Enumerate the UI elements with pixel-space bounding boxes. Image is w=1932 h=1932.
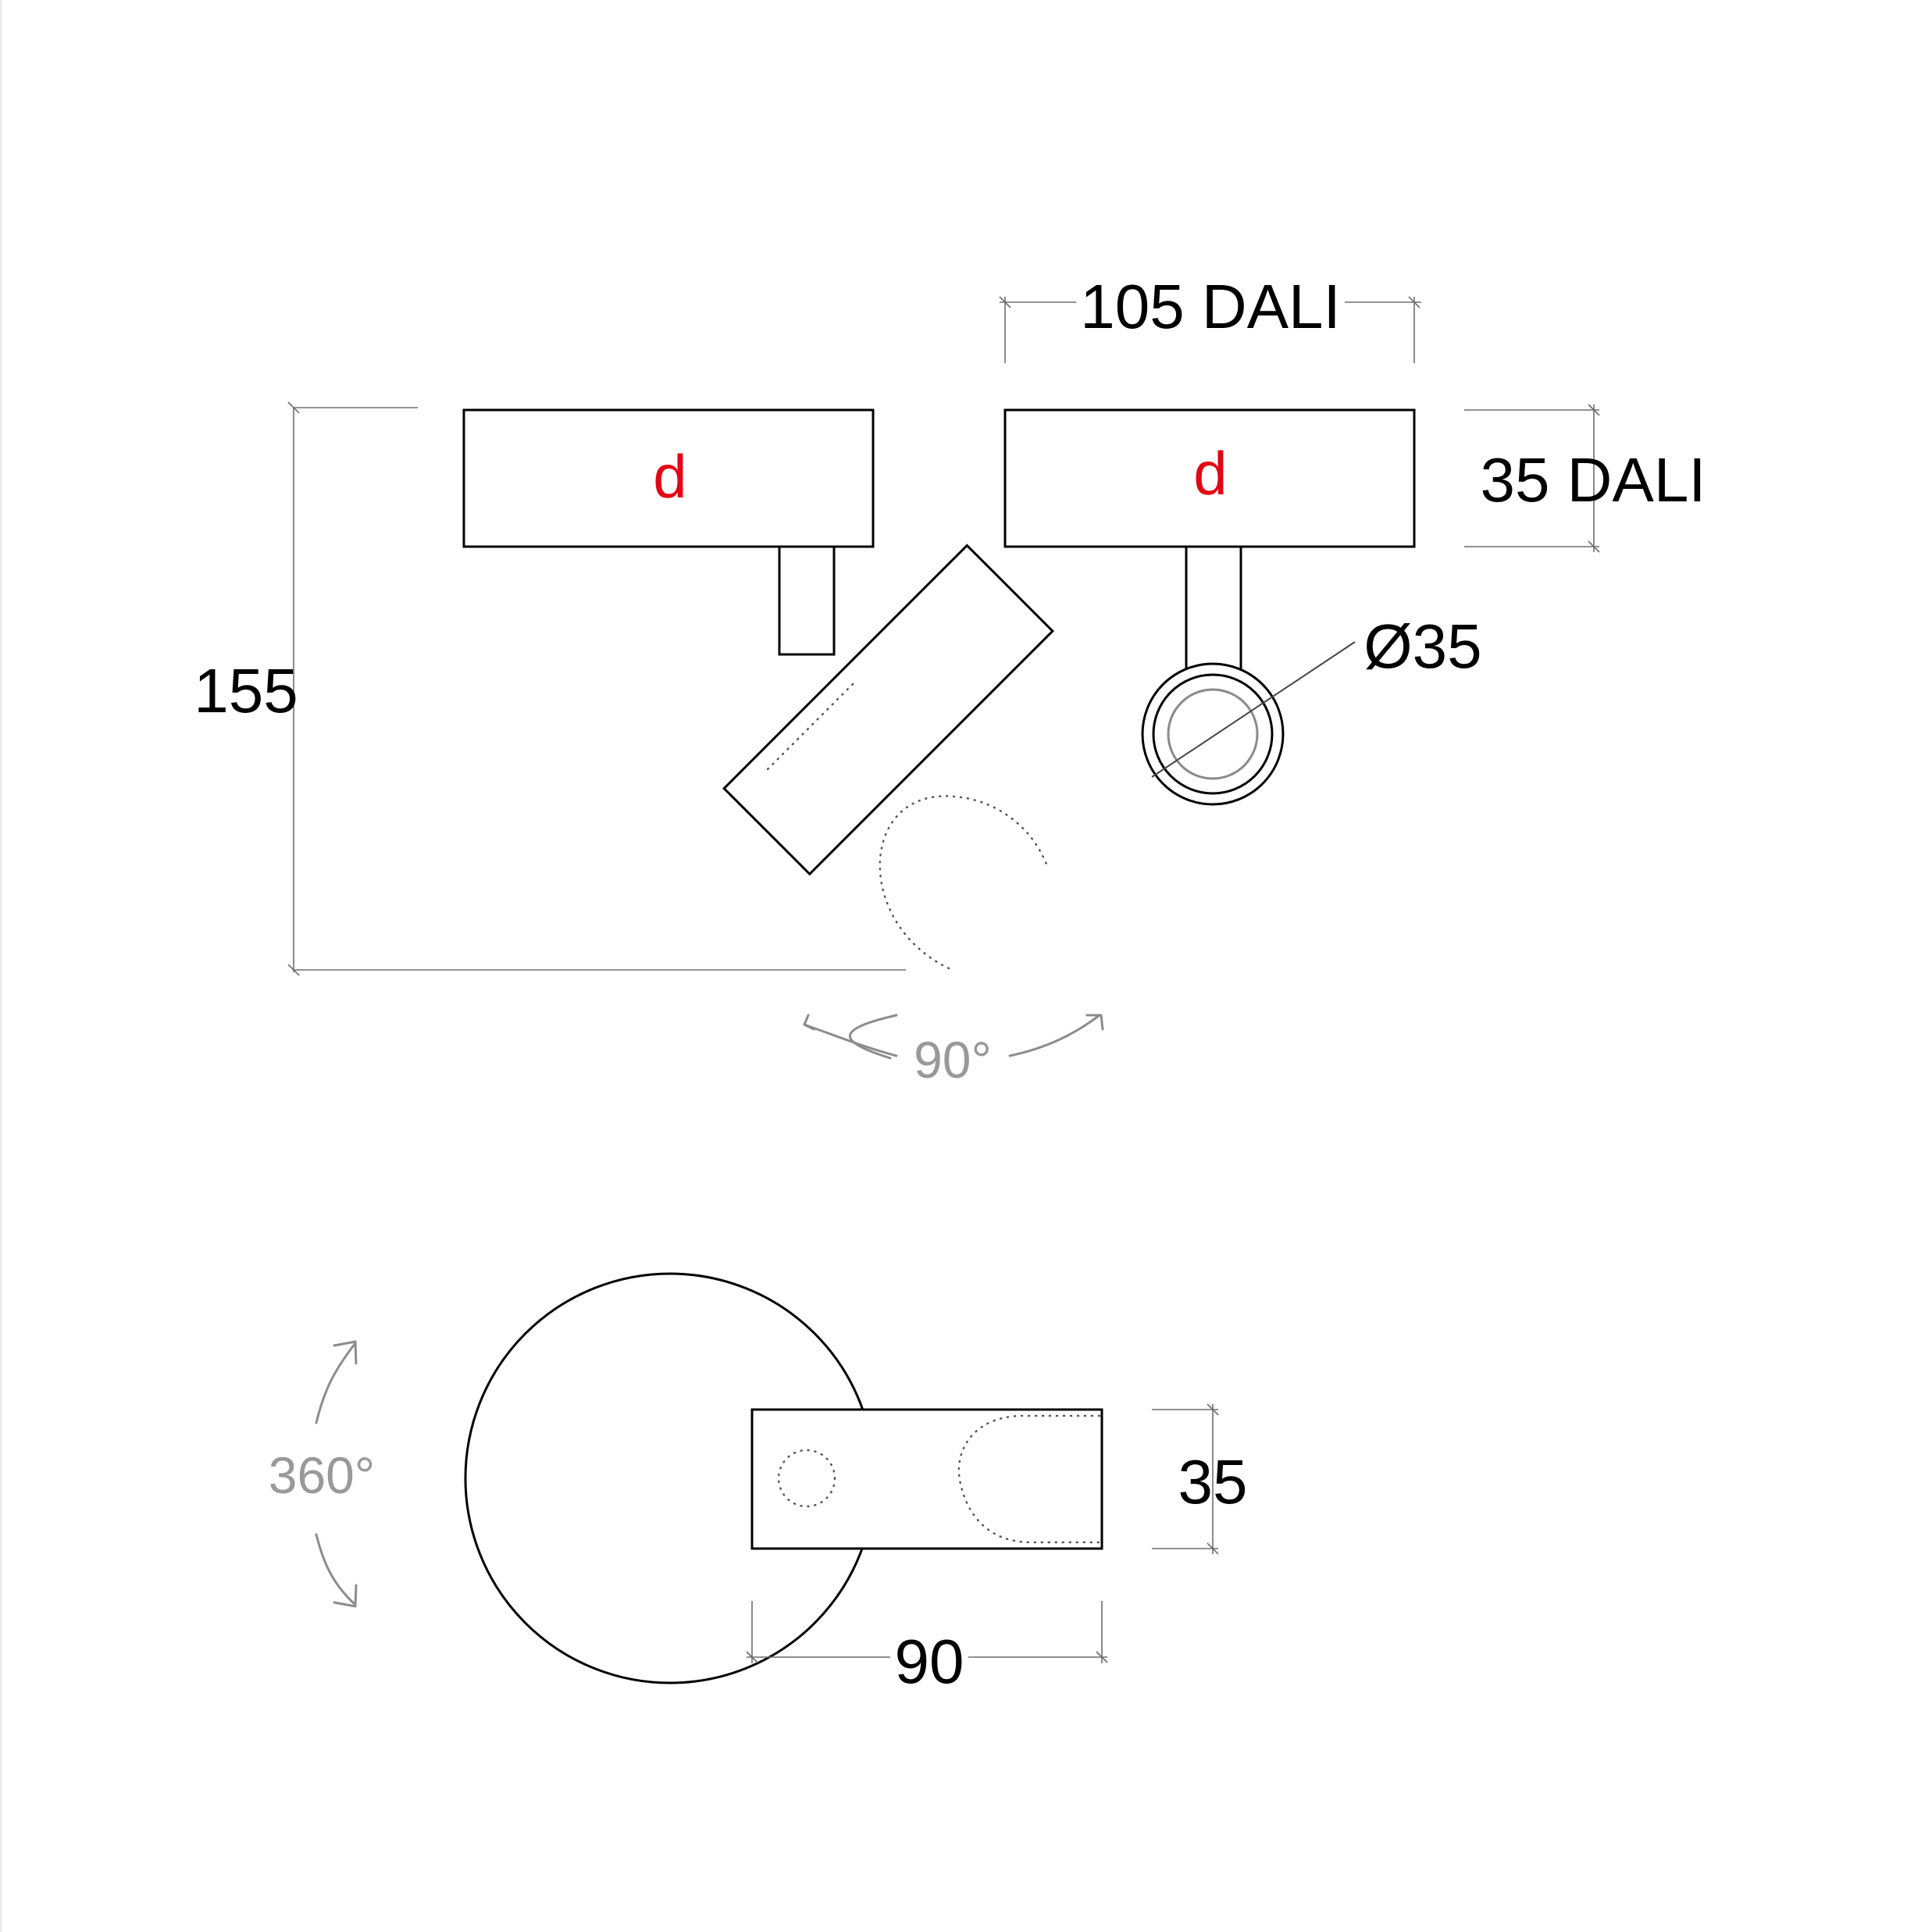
base-height-dimension <box>1464 404 1600 553</box>
top-head-pivot <box>777 1449 836 1508</box>
side-head <box>722 544 1055 876</box>
top-head-lens-hidden <box>957 1414 1101 1544</box>
tilt-arrow <box>803 1014 1104 1060</box>
base-width-dimension <box>999 296 1421 363</box>
diameter-label: Ø35 <box>1363 611 1481 681</box>
side-base-marker: d <box>653 442 686 511</box>
front-head-outer <box>1141 662 1285 806</box>
tilt-angle-label: 90° <box>914 1031 992 1089</box>
diameter-leader <box>1151 641 1356 778</box>
front-head-ring <box>1152 673 1274 795</box>
front-stem <box>1185 545 1242 673</box>
height-dimension <box>287 401 906 976</box>
base-height-label: 35 DALI <box>1480 445 1706 515</box>
front-base-marker: d <box>1193 439 1227 508</box>
top-head <box>750 1408 1103 1550</box>
base-width-label: 105 DALI <box>1080 272 1341 341</box>
side-stem <box>778 545 836 656</box>
head-width-dimension <box>1152 1403 1219 1555</box>
rotation-angle-label: 360° <box>269 1446 376 1504</box>
side-head-hidden-lines <box>762 683 1050 970</box>
head-width-label: 35 <box>1178 1447 1248 1517</box>
front-view: 105 DALI d 35 DALI Ø35 <box>999 272 1706 806</box>
top-view: 35 90 360° <box>269 1272 1248 1696</box>
front-head-lens <box>1167 688 1259 780</box>
head-length-label: 90 <box>895 1627 964 1696</box>
height-label: 155 <box>194 656 298 725</box>
rotation-arrow <box>315 1340 358 1608</box>
head-length-dimension <box>746 1601 1108 1663</box>
side-base <box>462 408 875 548</box>
side-view: 155 d 90° <box>194 401 1104 1089</box>
